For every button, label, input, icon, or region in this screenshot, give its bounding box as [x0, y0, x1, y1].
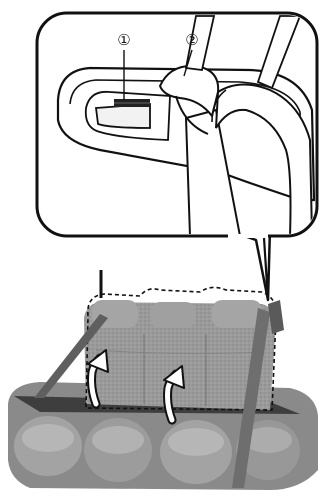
seatback-highlight-outline: [85, 286, 278, 411]
headrest-center: [150, 302, 196, 328]
callout-label-1: ①: [117, 31, 130, 49]
seat-belt-icon: [158, 15, 314, 234]
callout-label-2: ②: [185, 31, 198, 49]
callout-pointer: [220, 226, 272, 302]
leader-line-2: [183, 49, 193, 77]
seat-belt-right: [232, 308, 270, 488]
headrest-right: [212, 300, 262, 328]
rear-seat-icon: [8, 237, 318, 490]
seat-belt-left: [34, 314, 108, 398]
seatback: [84, 302, 276, 410]
curved-up-arrow-icon: [87, 349, 109, 409]
detail-view: [56, 15, 315, 234]
seatback-latch-icon: [94, 99, 151, 129]
curved-up-arrow-icon-2: [163, 365, 185, 425]
